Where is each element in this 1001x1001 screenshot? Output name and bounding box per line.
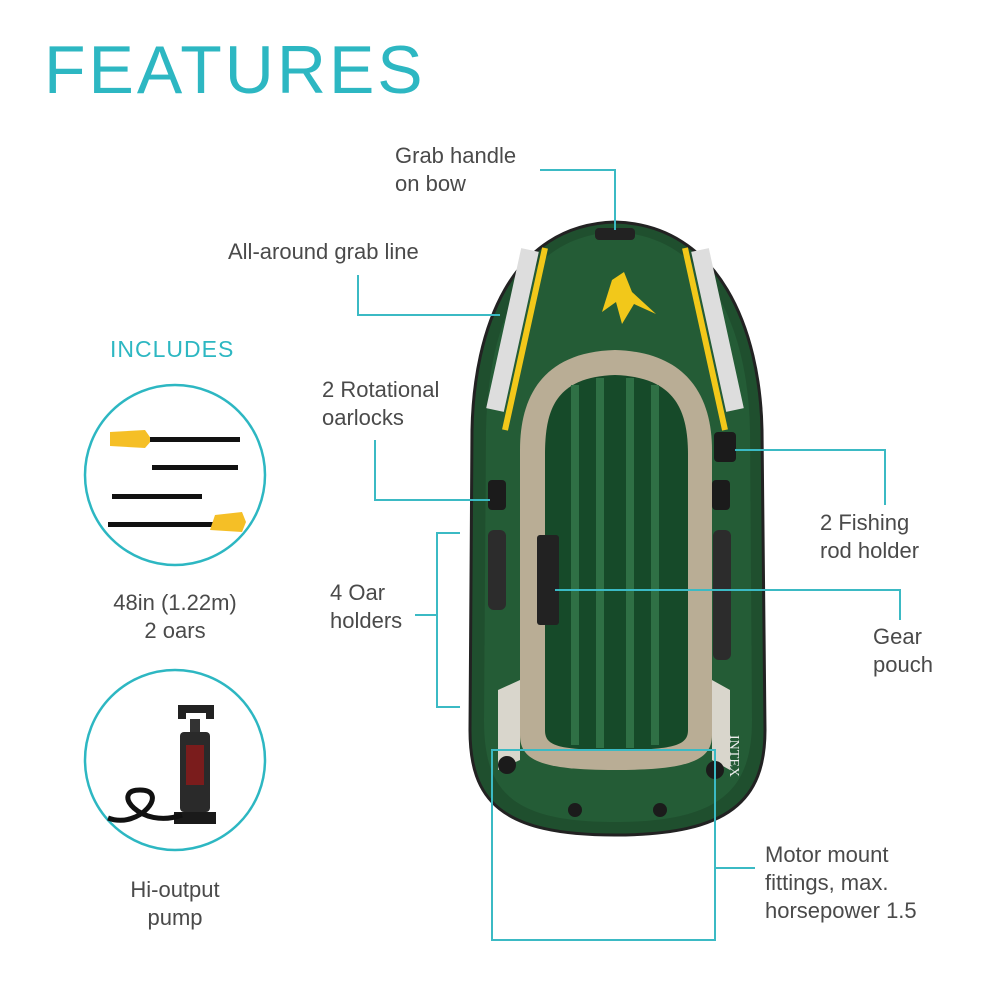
oars-icon — [108, 430, 246, 532]
oar-holders-bracket — [436, 532, 460, 708]
grab-line-label: All-around grab line — [228, 239, 419, 264]
callout-lines — [357, 169, 901, 941]
page-title: FEATURES — [44, 32, 426, 108]
boat-image: INTEX — [468, 220, 767, 837]
pump-icon — [107, 705, 216, 824]
oarlocks-line — [374, 440, 490, 501]
svg-text:INTEX: INTEX — [726, 735, 741, 777]
oars-caption: 48in (1.22m)2 oars — [113, 590, 237, 643]
pump-circle — [83, 668, 267, 852]
oars-circle — [83, 383, 267, 567]
grab-line-line — [357, 275, 500, 316]
includes-heading: INCLUDES — [110, 336, 235, 362]
motor-mount-box — [491, 749, 716, 941]
grab-handle-line — [540, 169, 616, 230]
rod-holder-line — [735, 449, 886, 505]
gear-pouch-line — [555, 589, 901, 620]
